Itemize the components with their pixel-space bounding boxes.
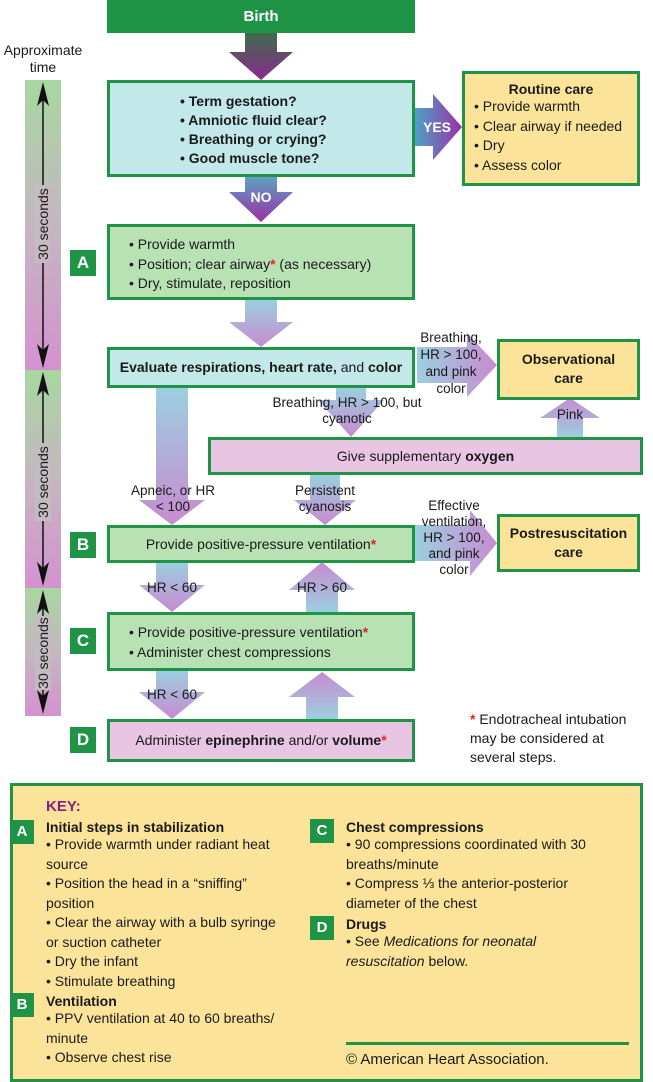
assessment-questions: Term gestation? Amniotic fluid clear? Br… (180, 92, 327, 168)
arrow-to-observational (417, 333, 497, 397)
copyright-divider (346, 1042, 629, 1045)
key-badge-a: A (10, 820, 34, 844)
pink-label: Pink (556, 407, 584, 422)
key-box: KEY: A Initial steps in stabilization • … (10, 783, 643, 1082)
question: Term gestation? (180, 92, 327, 111)
key-heading-c: Chest compressions (346, 819, 484, 835)
postresuscitation-title: Postresuscitation care (509, 525, 628, 560)
postresuscitation-box: Postresuscitation care (497, 514, 640, 572)
postresuscitation-arrow-label: Effective ventilation, HR > 100, and pin… (421, 498, 487, 577)
routine-care-item: Assess color (474, 156, 637, 176)
observational-care-title: Observational care (521, 351, 616, 386)
arrow-d-to-c-up (289, 672, 355, 719)
arrow-down-icon (37, 690, 49, 714)
step-c-item: Provide positive-pressure ventilation* (129, 623, 368, 643)
step-b-box: Provide positive-pressure ventilation* (107, 525, 415, 563)
arrow-c-to-b-up (289, 562, 355, 612)
observational-care-box: Observational care (497, 339, 640, 400)
key-item: • See Medications for neonatal resuscita… (346, 933, 537, 969)
flow-arrows (139, 33, 600, 719)
key-badge-d: D (310, 916, 334, 940)
question: Good muscle tone? (180, 149, 327, 168)
arrow-birth-down (229, 33, 293, 80)
persistent-label: Persistent cyanosis (294, 483, 356, 514)
routine-care-title: Routine care (508, 81, 594, 97)
arrow-down-icon (37, 562, 49, 586)
assessment-box: Term gestation? Amniotic fluid clear? Br… (107, 80, 415, 177)
badge-b: B (70, 532, 96, 558)
key-item: • Provide warmth under radiant heat sour… (46, 836, 270, 872)
arrow-down-icon (37, 344, 49, 368)
routine-care-item: Clear airway if needed (474, 117, 637, 137)
step-a-item: Provide warmth (129, 235, 371, 255)
key-heading-d: Drugs (346, 916, 387, 932)
arrow-persistent-down (294, 474, 356, 525)
arrow-apneic-down (139, 388, 205, 525)
step-c-box: Provide positive-pressure ventilation* A… (107, 612, 415, 671)
cyanotic-label: Breathing, HR > 100, but cyanotic (272, 395, 422, 426)
copyright: © American Heart Association. (346, 1051, 549, 1068)
arrow-up-icon (37, 372, 49, 396)
key-badge-b: B (10, 993, 34, 1017)
routine-care-box: Routine care Provide warmth Clear airway… (462, 71, 640, 186)
arrow-c-to-d-down (139, 670, 205, 719)
arrow-to-postresuscitation (415, 510, 497, 576)
key-item: • PPV ventilation at 40 to 60 breaths/ m… (46, 1010, 275, 1046)
time-axis-label: Approximate time (3, 42, 83, 75)
key-item: • Dry the infant (46, 953, 139, 969)
step-c-item: Administer chest compressions (129, 643, 368, 663)
key-item: • Clear the airway with a bulb syringe o… (46, 914, 276, 950)
routine-care-item: Provide warmth (474, 97, 637, 117)
badge-c: C (70, 628, 96, 654)
key-item: • Stimulate breathing (46, 972, 176, 989)
routine-care-item: Dry (474, 136, 637, 156)
key-heading-a: Initial steps in stabilization (46, 819, 225, 835)
arrow-b-to-c-down (139, 562, 205, 612)
hr-gt-60-label: HR > 60 (297, 580, 347, 595)
arrow-pink-up (540, 398, 600, 437)
key-title: KEY: (46, 798, 81, 815)
key-heading-b: Ventilation (46, 993, 117, 1009)
arrow-no-down (229, 175, 293, 222)
no-label: NO (250, 189, 272, 205)
badge-a: A (70, 250, 96, 276)
step-c-list: Provide positive-pressure ventilation* A… (129, 623, 368, 662)
routine-care-list: Provide warmth Clear airway if needed Dr… (474, 97, 637, 175)
key-item: • Observe chest rise (46, 1049, 172, 1065)
step-d-box: Administer epinephrine and/or volume* (107, 719, 415, 762)
key-section-c: Chest compressions • 90 compressions coo… (346, 819, 616, 913)
step-a-item: Position; clear airway* (as necessary) (129, 255, 371, 275)
key-section-b: Ventilation • PPV ventilation at 40 to 6… (46, 993, 291, 1068)
question: Amniotic fluid clear? (180, 111, 326, 130)
badge-d: D (70, 727, 96, 753)
time-axis (25, 80, 61, 716)
birth-box: Birth (107, 0, 415, 33)
key-section-d: Drugs • See Medications for neonatal res… (346, 916, 616, 971)
key-item: • Position the head in a “sniffing” posi… (46, 875, 247, 911)
hr-lt-60-label: HR < 60 (147, 580, 197, 595)
footnote: * Endotracheal intubation may be conside… (470, 711, 627, 765)
arrow-a-to-evaluate (229, 300, 293, 347)
oxygen-box: Give supplementary oxygen (208, 437, 643, 475)
observational-arrow-label: Breathing, HR > 100, and pink color (420, 330, 482, 396)
arrow-yes-right (413, 94, 462, 160)
yes-label: YES (422, 119, 451, 135)
step-a-item: Dry, stimulate, reposition (129, 274, 371, 294)
key-item: • Compress ⅓ the anterior-posterior diam… (346, 875, 568, 911)
arrow-up-icon (37, 590, 49, 614)
arrow-to-oxygen (318, 388, 384, 437)
step-a-list: Provide warmth Position; clear airway* (… (129, 235, 371, 294)
key-badge-c: C (310, 819, 334, 843)
evaluate-box: Evaluate respirations, heart rate, and c… (107, 347, 415, 388)
hr-lt-60-label-d: HR < 60 (147, 687, 197, 702)
key-section-a: Initial steps in stabilization • Provide… (46, 819, 291, 991)
apneic-label: Apneic, or HR < 100 (130, 483, 216, 514)
key-item: • 90 compressions coordinated with 30 br… (346, 836, 586, 872)
arrow-up-icon (37, 82, 49, 106)
step-a-box: Provide warmth Position; clear airway* (… (107, 224, 415, 300)
question: Breathing or crying? (180, 130, 327, 149)
